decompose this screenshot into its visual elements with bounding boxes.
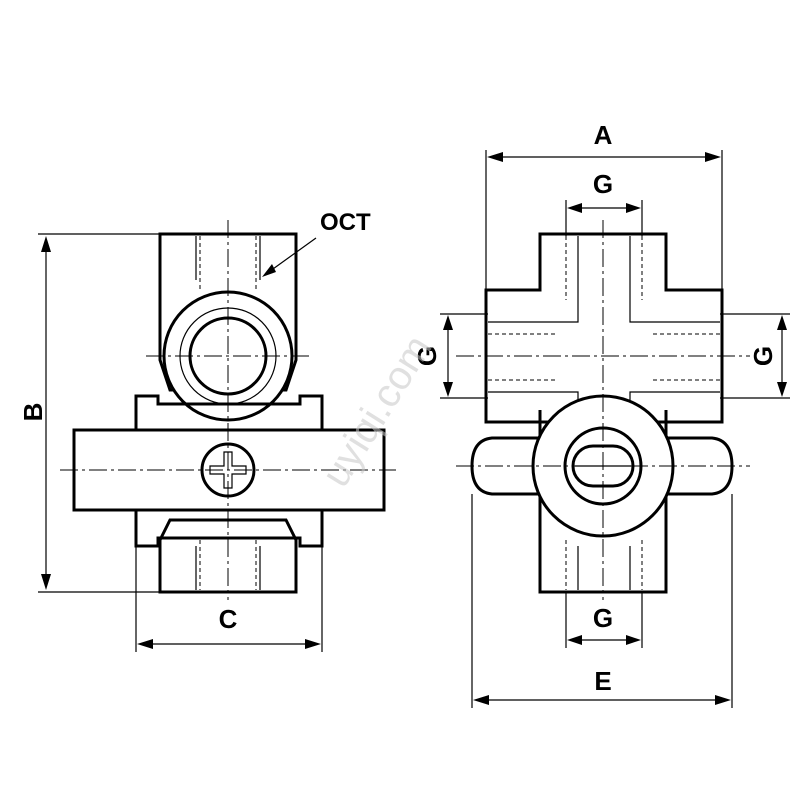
side-flange-bottom bbox=[134, 508, 324, 548]
side-top-port-body bbox=[158, 232, 298, 392]
dimension-g-bottom: G bbox=[565, 592, 643, 648]
dim-b-label: B bbox=[18, 403, 48, 422]
dimension-g-right: G bbox=[720, 313, 790, 399]
side-view: OCT bbox=[60, 209, 396, 600]
watermark: uyiqi.com bbox=[314, 328, 441, 495]
front-view bbox=[456, 220, 750, 600]
dimension-e: E bbox=[471, 494, 733, 708]
dimension-b: B bbox=[18, 233, 160, 593]
dim-c-label: C bbox=[219, 604, 238, 634]
dim-g-top-label: G bbox=[593, 169, 613, 199]
dim-g-right-label: G bbox=[748, 346, 778, 366]
dim-a-label: A bbox=[594, 120, 613, 150]
front-cross-bore bbox=[488, 236, 720, 410]
dim-g-left-label: G bbox=[412, 346, 442, 366]
front-cross-body bbox=[484, 232, 724, 424]
dim-g-bottom-label: G bbox=[593, 603, 613, 633]
dimension-g-top: G bbox=[565, 169, 643, 236]
phillips-cross-icon bbox=[209, 451, 247, 489]
dimension-g-left: G bbox=[412, 313, 488, 399]
dimension-c: C bbox=[135, 546, 323, 652]
dim-e-label: E bbox=[594, 666, 611, 696]
oct-label: OCT bbox=[320, 209, 371, 236]
dimension-a: A bbox=[485, 120, 723, 290]
